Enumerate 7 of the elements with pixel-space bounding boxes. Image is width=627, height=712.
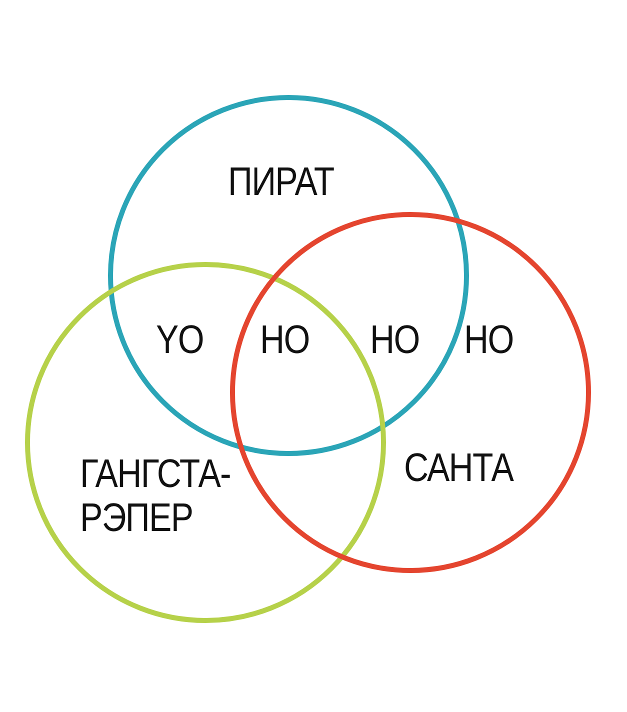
overlap-label: HO	[370, 318, 420, 362]
overlap-label: HO	[464, 318, 514, 362]
overlap-label: HO	[260, 318, 310, 362]
overlap-label: YO	[156, 318, 204, 362]
set-label: ГАНГСТА- РЭПЕР	[80, 452, 232, 540]
set-label: ПИРАТ	[228, 160, 335, 204]
set-label: САНТА	[404, 446, 515, 490]
